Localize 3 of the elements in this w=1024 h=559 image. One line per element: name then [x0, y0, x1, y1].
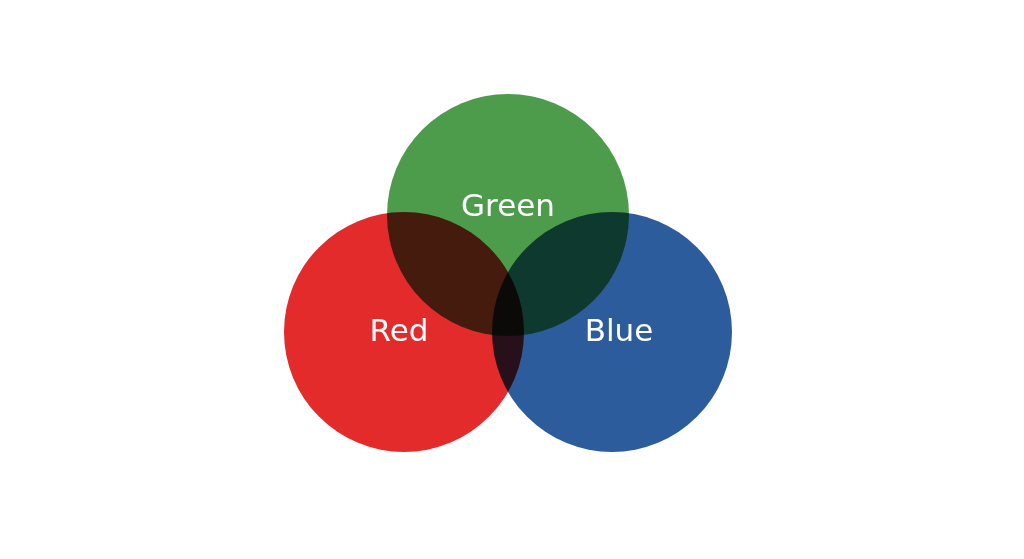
circle-label: Red — [369, 312, 429, 348]
circle-label: Blue — [584, 312, 654, 348]
circle-label: Green — [461, 187, 555, 223]
